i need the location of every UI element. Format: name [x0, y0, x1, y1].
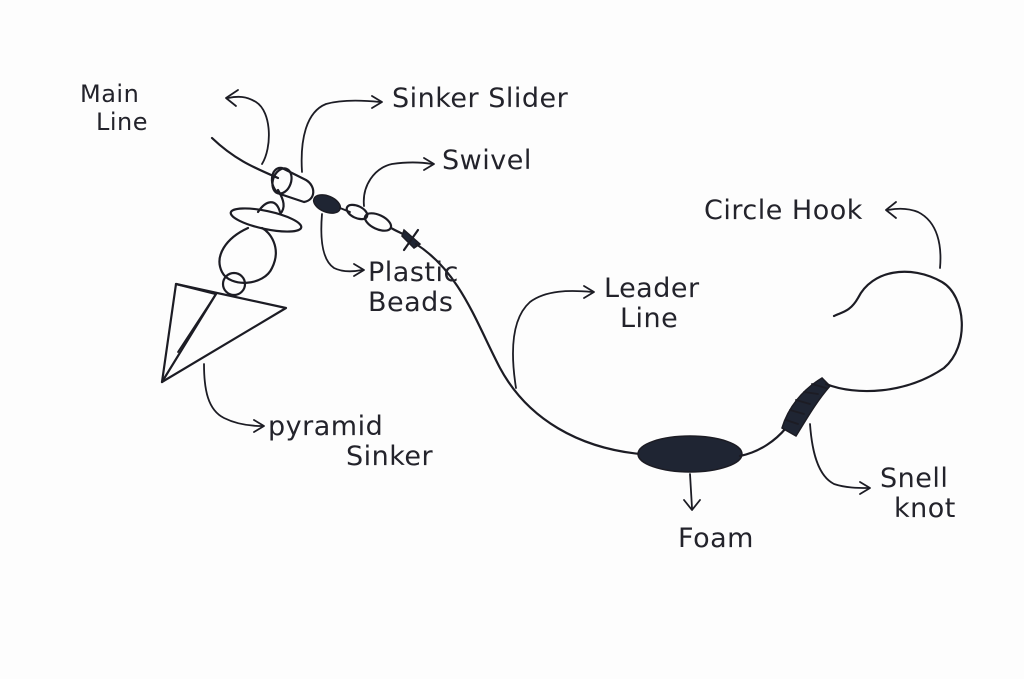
- foam-float: [637, 435, 743, 473]
- plastic-bead: [312, 194, 342, 214]
- label-circle-hook: Circle Hook: [704, 196, 863, 226]
- label-pyramid-sinker: pyramid Sinker: [268, 412, 433, 472]
- label-snell-knot-1: Snell: [880, 463, 949, 494]
- label-leader-line-2: Line: [620, 303, 679, 334]
- leader-line: [414, 242, 642, 456]
- label-foam: Foam: [678, 524, 754, 554]
- label-pyramid-sinker-1: pyramid: [268, 411, 384, 442]
- sinker-connector: [218, 226, 277, 284]
- label-plastic-beads: Plastic Beads: [368, 258, 459, 318]
- label-plastic-beads-1: Plastic: [368, 257, 459, 288]
- sinker-slider: [270, 166, 315, 204]
- sinker-eye: [221, 271, 247, 297]
- snap-clip: [276, 188, 285, 216]
- circle-hook: [824, 270, 963, 393]
- label-sinker-slider-text: Sinker Slider: [392, 83, 569, 114]
- label-swivel-text: Swivel: [442, 145, 532, 176]
- pyramid-sinker: [160, 282, 288, 384]
- label-leader-line-1: Leader: [604, 273, 700, 304]
- label-main-line-2: Line: [96, 108, 149, 136]
- label-pyramid-sinker-2: Sinker: [346, 441, 434, 472]
- label-swivel: Swivel: [442, 146, 532, 176]
- swivel: [345, 203, 422, 252]
- label-main-line: Main Line: [80, 80, 148, 136]
- label-main-line-1: Main: [80, 80, 140, 108]
- label-foam-text: Foam: [678, 523, 754, 554]
- label-leader-line: Leader Line: [604, 274, 700, 334]
- label-plastic-beads-2: Beads: [368, 287, 454, 318]
- label-snell-knot-2: knot: [894, 493, 956, 524]
- label-snell-knot: Snell knot: [880, 464, 956, 524]
- snell-knot: [781, 377, 832, 438]
- label-sinker-slider: Sinker Slider: [392, 84, 568, 114]
- label-circle-hook-text: Circle Hook: [704, 195, 863, 226]
- label-arrows: [203, 89, 942, 511]
